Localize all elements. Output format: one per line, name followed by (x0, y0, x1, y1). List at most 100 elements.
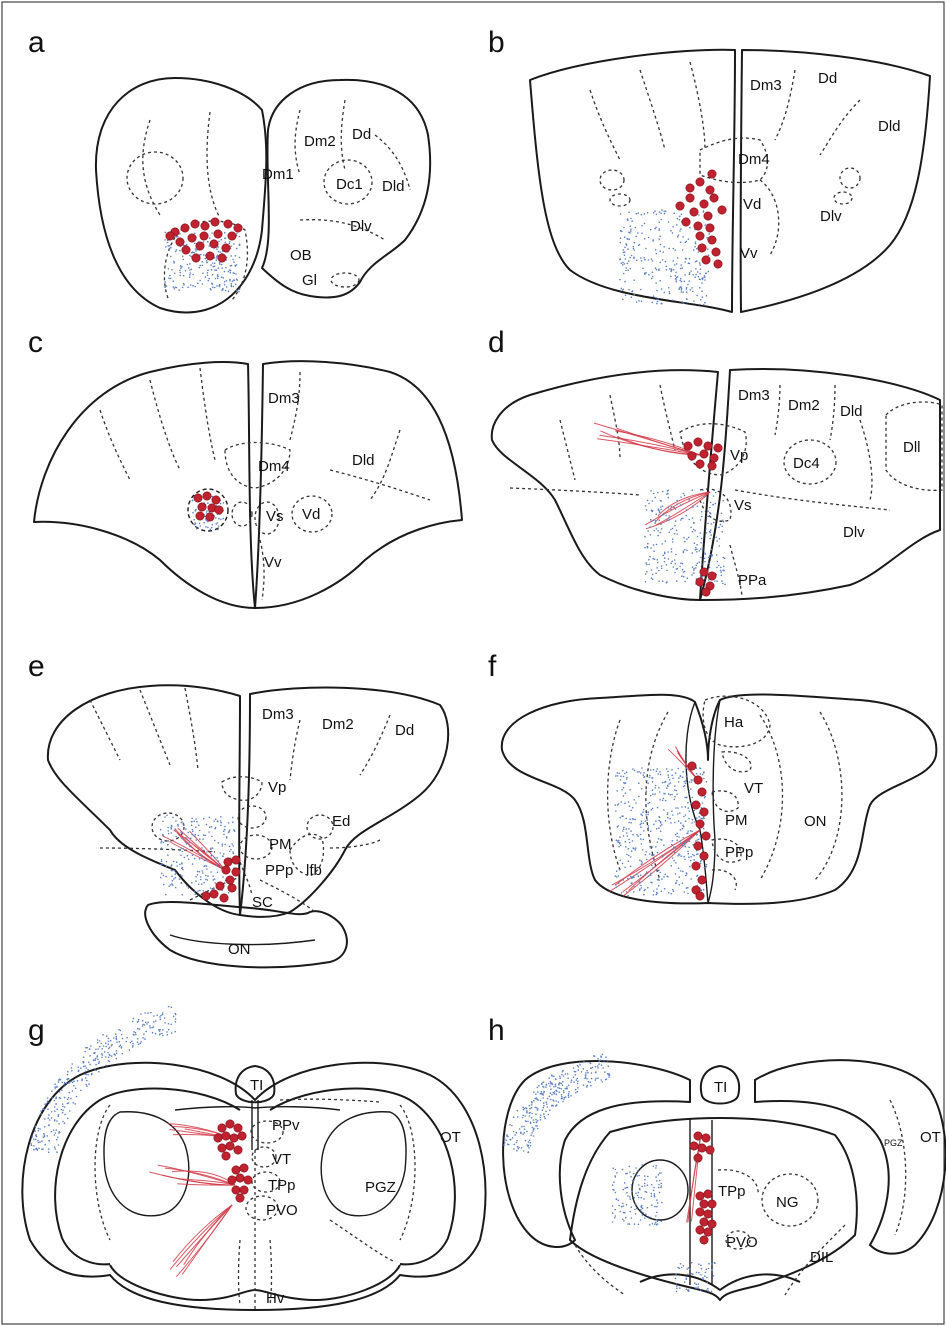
labeled-cell-body (218, 1124, 226, 1132)
terminal-dot (159, 1033, 161, 1035)
section-outline-right-d (700, 369, 940, 600)
terminal-dot (561, 1083, 563, 1085)
terminal-dot (549, 1109, 551, 1111)
terminal-dot (576, 1079, 578, 1081)
terminal-dot (677, 533, 679, 535)
terminal-dot (676, 1291, 678, 1293)
terminal-dot (712, 1263, 714, 1265)
terminal-dot (640, 826, 642, 828)
terminal-dot (49, 1119, 51, 1121)
terminal-dot (224, 284, 226, 286)
terminal-dot (645, 851, 647, 853)
terminal-dot (677, 855, 679, 857)
terminal-dot (675, 772, 677, 774)
terminal-dot (212, 287, 214, 289)
boundary-line (510, 488, 640, 495)
region-label: Vp (730, 447, 748, 464)
terminal-dot (665, 210, 667, 212)
terminal-dot (177, 824, 179, 826)
terminal-dot (192, 285, 194, 287)
terminal-dot (684, 581, 686, 583)
terminal-dot (95, 1058, 97, 1060)
terminal-dot (623, 828, 625, 830)
terminal-dot (701, 538, 703, 540)
terminal-dot (633, 876, 635, 878)
terminal-dot (59, 1097, 61, 1099)
terminal-dot (618, 1205, 620, 1207)
terminal-dot (179, 250, 181, 252)
terminal-dot (658, 1174, 660, 1176)
terminal-dot (689, 263, 691, 265)
fiber-bundle (594, 423, 700, 455)
region-label: Dlv (350, 218, 372, 235)
terminal-dot (675, 807, 677, 809)
region-label: lfb (306, 862, 322, 879)
terminal-dot (698, 251, 700, 253)
terminal-dot (654, 530, 656, 532)
terminal-dot (612, 1205, 614, 1207)
terminal-dot (695, 274, 697, 276)
terminal-dot (706, 273, 708, 275)
terminal-dot (186, 244, 188, 246)
labeled-cell-body (226, 1142, 234, 1150)
labeled-cell-body (244, 1176, 252, 1184)
terminal-dot (654, 1206, 656, 1208)
terminal-dot (723, 566, 725, 568)
terminal-dot (634, 242, 636, 244)
region-label: ON (804, 813, 827, 830)
terminal-dot (61, 1109, 63, 1111)
labeled-cell-body (706, 224, 714, 232)
terminal-dot (228, 271, 230, 273)
terminal-dot (625, 267, 627, 269)
terminal-dot (703, 889, 705, 891)
labeled-cell-body (712, 248, 720, 256)
terminal-dot (686, 841, 688, 843)
terminal-dot (165, 232, 167, 234)
terminal-dot (234, 830, 236, 832)
labeled-cell-body (692, 801, 700, 809)
terminal-dot (224, 281, 226, 283)
terminal-dot (131, 1041, 133, 1043)
terminal-dot (229, 243, 231, 245)
terminal-dot (619, 279, 621, 281)
terminal-dot (684, 274, 686, 276)
section-outline-left-c (34, 362, 255, 608)
boundary-line (295, 110, 300, 175)
terminal-dot (61, 1089, 63, 1091)
terminal-dot (87, 1069, 89, 1071)
terminal-dot (672, 778, 674, 780)
region-label: PPv (272, 1117, 300, 1134)
terminal-dot (686, 872, 688, 874)
terminal-dot (691, 781, 693, 783)
terminal-dot (631, 850, 633, 852)
terminal-dot (203, 254, 205, 256)
terminal-dot (694, 246, 696, 248)
terminal-dot (702, 548, 704, 550)
terminal-dot (641, 1164, 643, 1166)
terminal-dot (688, 856, 690, 858)
terminal-dot (519, 1128, 521, 1130)
terminal-dot (559, 1091, 561, 1093)
terminal-dot (636, 874, 638, 876)
terminal-dot (622, 770, 624, 772)
terminal-dot (120, 1044, 122, 1046)
terminal-dot (504, 1142, 506, 1144)
terminal-dot (45, 1103, 47, 1105)
terminal-dot (236, 264, 238, 266)
terminal-dot (685, 515, 687, 517)
terminal-dot (535, 1113, 537, 1115)
terminal-dot (633, 248, 635, 250)
terminal-dot (614, 1209, 616, 1211)
terminal-dot (219, 863, 221, 865)
terminal-dot (101, 1057, 103, 1059)
terminal-dot (618, 1200, 620, 1202)
terminal-dot (677, 768, 679, 770)
labeled-cell-body (708, 1220, 716, 1228)
terminal-dot (661, 303, 663, 305)
terminal-dot (594, 1055, 596, 1057)
terminal-dot (68, 1078, 70, 1080)
terminal-dot (182, 823, 184, 825)
terminal-dot (212, 847, 214, 849)
terminal-dot (94, 1068, 96, 1070)
terminal-dot (698, 214, 700, 216)
